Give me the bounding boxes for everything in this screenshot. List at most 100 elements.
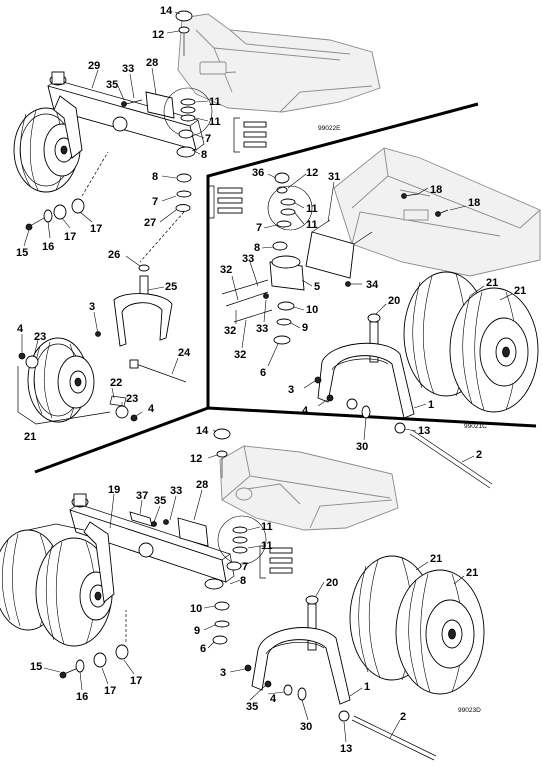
figure-code-middle: 99021C [464, 423, 487, 430]
callout-label: 12 [152, 29, 164, 41]
callout-label: 27 [144, 217, 156, 229]
callouts-middle-right: 36 12 31 18 18 11 11 7 8 33 32 5 34 21 2… [220, 167, 526, 461]
callout-label: 33 [170, 485, 182, 497]
callout-label: 31 [328, 171, 340, 183]
caster-wheel-lower-left [27, 337, 95, 423]
callout-label: 3 [220, 667, 226, 679]
separator-upper-right [206, 102, 479, 408]
callout-label: 14 [160, 5, 173, 17]
detail-circle-middle [267, 185, 313, 231]
callout-label: 35 [106, 79, 118, 91]
callout-label: 16 [42, 241, 54, 253]
callout-label: 11 [306, 203, 318, 215]
callout-label: 35 [154, 495, 166, 507]
callouts-lower: 14 12 19 37 35 33 28 11 11 7 8 21 21 20 … [30, 425, 478, 755]
callout-label: 21 [486, 277, 498, 289]
callout-label: 11 [306, 219, 318, 231]
deck-frame-lower [219, 445, 399, 531]
callout-label: 10 [190, 603, 202, 615]
axle-bolt-2 [409, 433, 491, 489]
callout-label: 17 [64, 231, 76, 243]
axle-beam-29 [47, 71, 205, 158]
callout-label: 21 [24, 431, 36, 443]
callout-label: 4 [148, 403, 155, 415]
callout-label: 10 [306, 304, 318, 316]
spacers-lower [59, 644, 129, 679]
callout-label: 6 [200, 643, 206, 655]
callout-label: 11 [261, 521, 273, 533]
nut-12-upper [178, 26, 190, 34]
callout-label: 4 [17, 323, 24, 335]
callout-label: 23 [126, 393, 138, 405]
callout-label: 22 [110, 377, 122, 389]
cap-14-upper [175, 10, 193, 22]
axle-bolt-lower [351, 719, 435, 761]
callout-label: 28 [146, 57, 158, 69]
callout-label: 14 [196, 425, 209, 437]
leader-lines [21, 11, 513, 743]
callout-label: 6 [260, 367, 266, 379]
caster-fork-25 [113, 264, 173, 347]
shim-bracket-upper [233, 117, 267, 153]
callout-label: 5 [314, 281, 320, 293]
callout-label: 7 [152, 196, 158, 208]
callout-label: 35 [246, 701, 258, 713]
callout-label: 21 [430, 553, 442, 565]
callout-label: 7 [256, 222, 262, 234]
callout-label: 7 [242, 561, 248, 573]
caster-wheel-upper [13, 95, 83, 193]
callout-label: 1 [428, 399, 434, 411]
callout-label: 3 [89, 301, 95, 313]
callout-label: 19 [108, 484, 120, 496]
callout-label: 12 [190, 453, 202, 465]
callout-label: 11 [261, 540, 273, 552]
callout-label: 33 [256, 323, 268, 335]
callout-label: 13 [340, 743, 352, 755]
callout-label: 25 [165, 281, 177, 293]
callout-label: 37 [136, 490, 148, 502]
callout-label: 17 [90, 223, 102, 235]
callout-label: 9 [194, 625, 200, 637]
callout-label: 20 [326, 577, 338, 589]
callout-label: 30 [300, 721, 312, 733]
callout-label: 17 [130, 675, 142, 687]
bracket-31 [305, 231, 355, 279]
callout-label: 18 [468, 197, 480, 209]
callout-label: 33 [242, 253, 254, 265]
section-separators [34, 102, 537, 474]
dual-wheels-middle [403, 271, 539, 413]
callouts-upper-left: 14 12 29 33 28 35 11 11 7 8 8 7 27 15 16… [16, 5, 221, 443]
cap-36 [274, 172, 290, 184]
dual-wheels-lower-right [349, 555, 485, 695]
callout-label: 9 [302, 322, 308, 334]
figure-code-lower: 99023D [458, 707, 481, 714]
callout-label: 33 [122, 63, 134, 75]
lower-assembly: 99023D [0, 428, 485, 761]
callout-label: 16 [76, 691, 88, 703]
callout-label: 30 [356, 441, 368, 453]
callout-label: 4 [302, 405, 309, 417]
axle-beam-19 [69, 493, 235, 590]
detail-circle-lower [217, 515, 267, 565]
callout-label: 15 [16, 247, 28, 259]
callout-label: 3 [288, 384, 294, 396]
callout-label: 17 [104, 685, 116, 697]
callout-label: 18 [430, 184, 442, 196]
upper-left-assembly: 99022E [13, 10, 381, 425]
callout-label: 8 [240, 575, 246, 587]
callout-label: 15 [30, 661, 42, 673]
callout-label: 13 [418, 425, 430, 437]
callout-label: 12 [306, 167, 318, 179]
callout-label: 29 [88, 60, 100, 72]
callout-label: 4 [270, 693, 277, 705]
callout-label: 23 [34, 331, 46, 343]
shim-bracket-middle [208, 185, 243, 219]
callout-label: 20 [388, 295, 400, 307]
shim-bracket-lower [259, 545, 293, 579]
callout-label: 32 [224, 325, 236, 337]
separator-lower [34, 406, 537, 474]
callout-label: 32 [234, 349, 246, 361]
callout-label: 1 [364, 681, 370, 693]
cap-14-lower [213, 428, 231, 440]
figure-code-upper: 99022E [318, 125, 341, 132]
